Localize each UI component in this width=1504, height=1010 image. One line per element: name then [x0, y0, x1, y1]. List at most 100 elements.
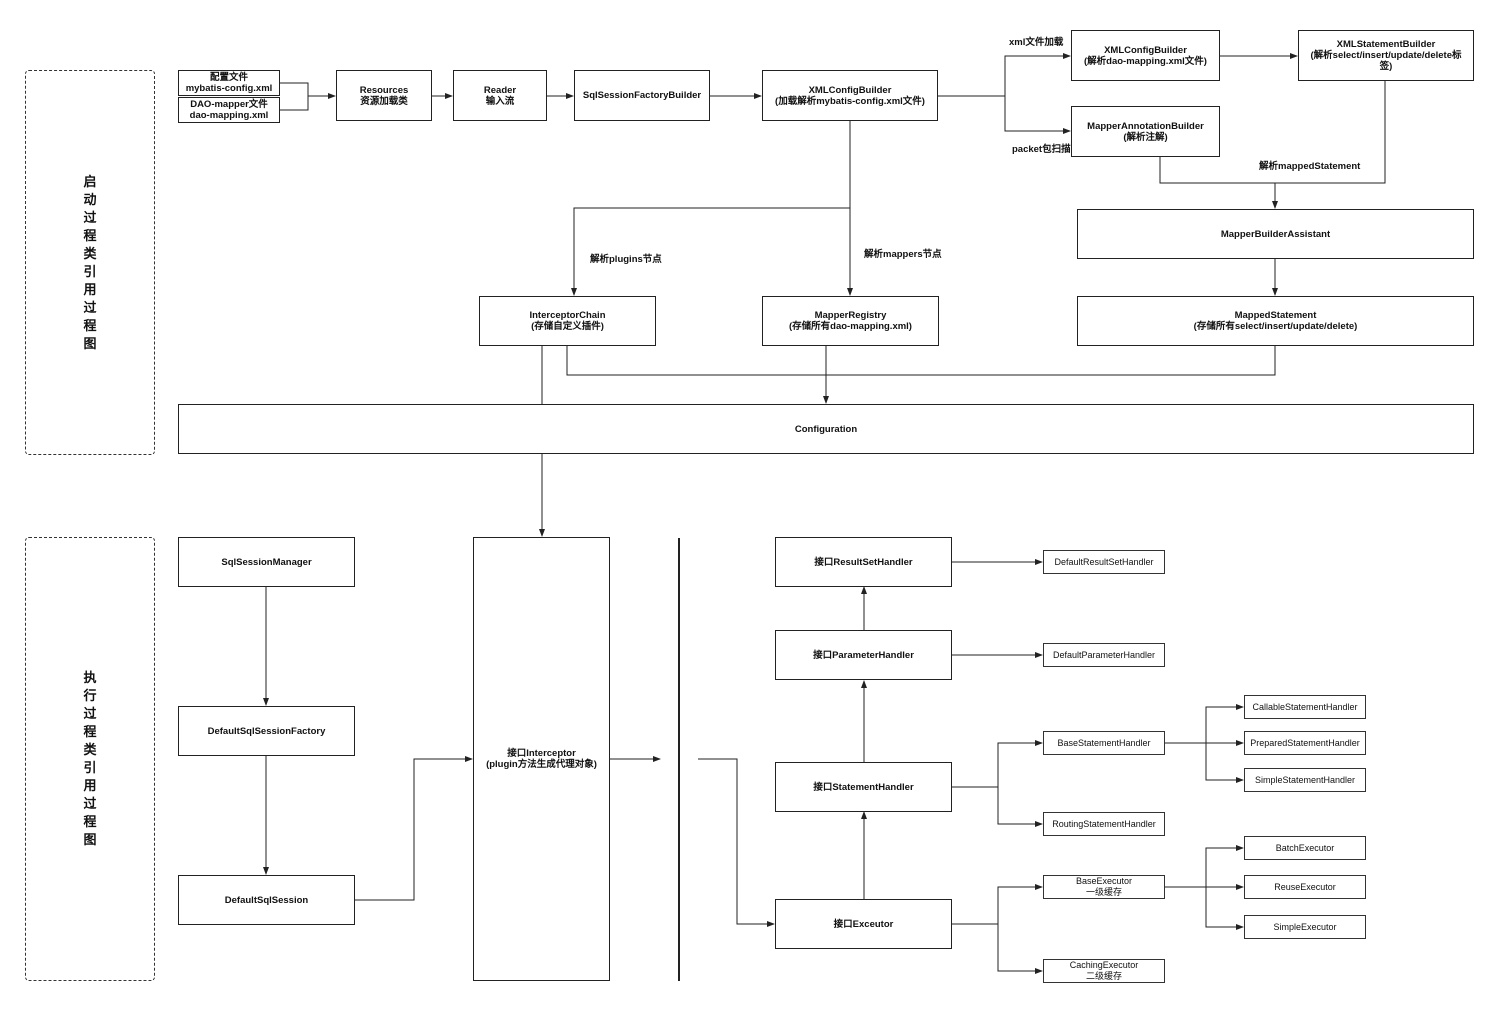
reuse-executor-node: ReuseExecutor	[1244, 875, 1366, 899]
xml-config-builder-subtitle: (加载解析mybatis-config.xml文件)	[775, 95, 925, 107]
mapper-file-title: DAO-mapper文件	[190, 99, 268, 110]
mapped-statement-node: MappedStatement (存储所有select/insert/updat…	[1077, 296, 1474, 346]
sql-session-manager-node: SqlSessionManager	[178, 537, 355, 587]
base-executor-title: BaseExecutor	[1075, 876, 1133, 886]
batch-executor-node: BatchExecutor	[1244, 836, 1366, 860]
result-set-handler-title: 接口ResultSetHandler	[814, 556, 913, 568]
interceptor-chain-subtitle: (存储自定义插件)	[531, 321, 604, 332]
result-set-handler-node: 接口ResultSetHandler	[775, 537, 952, 587]
statement-handler-node: 接口StatementHandler	[775, 762, 952, 812]
mapped-statement-title: MappedStatement	[1234, 310, 1317, 321]
interceptor-subtitle: (plugin方法生成代理对象)	[486, 759, 597, 770]
caching-executor-subtitle: 二级缓存	[1085, 971, 1122, 981]
xml-config-builder-node: XMLConfigBuilder (加载解析mybatis-config.xml…	[762, 70, 938, 121]
batch-executor-title: BatchExecutor	[1275, 842, 1335, 853]
callable-statement-handler-node: CallableStatementHandler	[1244, 695, 1366, 719]
edge-annotation-to-assistant	[1159, 156, 1275, 184]
base-statement-handler-node: BaseStatementHandler	[1043, 731, 1165, 755]
mapper-builder-assistant-title: MapperBuilderAssistant	[1220, 228, 1331, 240]
default-parameter-handler-title: DefaultParameterHandler	[1052, 649, 1156, 660]
callable-statement-handler-title: CallableStatementHandler	[1252, 701, 1358, 712]
interceptor-chain-title: InterceptorChain	[529, 310, 606, 321]
edge-statementhandler-to-base	[952, 740, 1043, 788]
edge-interceptorchain-to-configuration	[566, 346, 826, 376]
xml-config-builder-title: XMLConfigBuilder	[808, 84, 892, 96]
execution-section: 执行过程类引用过程图	[25, 537, 155, 981]
reader-title: Reader	[483, 84, 517, 96]
mapped-statement-subtitle: (存储所有select/insert/update/delete)	[1193, 321, 1358, 332]
execution-section-title: 执行过程类引用过程图	[83, 670, 97, 847]
parameter-handler-node: 接口ParameterHandler	[775, 630, 952, 680]
caching-executor-node: CachingExecutor 二级缓存	[1043, 959, 1165, 983]
simple-executor-node: SimpleExecutor	[1244, 915, 1366, 939]
executor-node: 接口Exceutor	[775, 899, 952, 949]
mapper-file-node: DAO-mapper文件 dao-mapping.xml	[178, 97, 280, 123]
factory-builder-title: SqlSessionFactoryBuilder	[582, 90, 702, 101]
configuration-title: Configuration	[794, 423, 858, 435]
config-file-node: 配置文件 mybatis-config.xml	[178, 70, 280, 96]
default-sql-session-title: DefaultSqlSession	[224, 894, 309, 906]
parameter-handler-title: 接口ParameterHandler	[813, 649, 914, 661]
interceptor-title: 接口Interceptor	[507, 748, 576, 759]
routing-statement-handler-node: RoutingStatementHandler	[1043, 812, 1165, 836]
resources-node: Resources 资源加载类	[336, 70, 432, 121]
edge-basestatement-to-simple	[1205, 743, 1244, 783]
simple-statement-handler-node: SimpleStatementHandler	[1244, 768, 1366, 792]
startup-section: 启动过程类引用过程图	[25, 70, 155, 455]
mapper-annotation-builder-title: MapperAnnotationBuilder	[1087, 120, 1204, 132]
statement-handler-title: 接口StatementHandler	[813, 781, 914, 793]
edge-config-to-resources	[280, 82, 336, 99]
edge-mappedstatement-to-configuration	[826, 346, 1276, 376]
parse-mapped-statement-label: 解析mappedStatement	[1259, 161, 1361, 172]
startup-section-title: 启动过程类引用过程图	[83, 173, 97, 351]
default-result-set-handler-title: DefaultResultSetHandler	[1054, 556, 1154, 567]
resources-title: Resources	[359, 84, 409, 96]
base-executor-node: BaseExecutor 一级缓存	[1043, 875, 1165, 899]
prepared-statement-handler-node: PreparedStatementHandler	[1244, 731, 1366, 755]
packet-scan-label: packet包扫描	[1012, 144, 1071, 155]
mapper-registry-node: MapperRegistry (存储所有dao-mapping.xml)	[762, 296, 939, 346]
edge-xmlconfig-to-annotation	[1004, 96, 1071, 134]
xml-config-builder-mapper-subtitle: (解析dao-mapping.xml文件)	[1084, 55, 1207, 67]
routing-statement-handler-title: RoutingStatementHandler	[1052, 818, 1156, 829]
xml-load-label: xml文件加载	[1009, 37, 1064, 48]
parse-plugins-label: 解析plugins节点	[590, 254, 662, 265]
reader-node: Reader 输入流	[453, 70, 547, 121]
executor-title: 接口Exceutor	[833, 918, 894, 930]
edge-statementbuilder-to-assistant	[1272, 80, 1386, 209]
mapper-registry-subtitle: (存储所有dao-mapping.xml)	[789, 321, 912, 332]
default-parameter-handler-node: DefaultParameterHandler	[1043, 643, 1165, 667]
xml-statement-builder-subtitle-cont: 签)	[1379, 61, 1393, 72]
xml-statement-builder-subtitle: (解析select/insert/update/delete标	[1310, 50, 1462, 61]
edge-xmlconfig-to-xmlconfig-mapper	[938, 53, 1071, 97]
mapper-registry-title: MapperRegistry	[814, 310, 887, 321]
base-statement-handler-title: BaseStatementHandler	[1057, 737, 1151, 748]
edge-xmlconfig-to-interceptorchain	[571, 207, 850, 296]
default-result-set-handler-node: DefaultResultSetHandler	[1043, 550, 1165, 574]
config-file-name: mybatis-config.xml	[185, 83, 273, 94]
edge-baseexecutor-to-simple	[1205, 887, 1244, 930]
configuration-node: Configuration	[178, 404, 1474, 454]
default-sql-session-factory-node: DefaultSqlSessionFactory	[178, 706, 355, 756]
xml-statement-builder-title: XMLStatementBuilder	[1336, 39, 1436, 50]
xml-statement-builder-node: XMLStatementBuilder (解析select/insert/upd…	[1298, 30, 1474, 81]
default-sql-session-node: DefaultSqlSession	[178, 875, 355, 925]
edge-executor-to-baseexecutor	[952, 884, 1043, 925]
mapper-annotation-builder-node: MapperAnnotationBuilder (解析注解)	[1071, 106, 1220, 157]
factory-builder-node: SqlSessionFactoryBuilder	[574, 70, 710, 121]
interceptor-chain-node: InterceptorChain (存储自定义插件)	[479, 296, 656, 346]
mapper-annotation-builder-subtitle: (解析注解)	[1123, 131, 1168, 143]
simple-statement-handler-title: SimpleStatementHandler	[1254, 774, 1356, 785]
edge-mapper-to-resources	[280, 96, 309, 111]
edge-basestatement-to-callable	[1165, 704, 1244, 744]
default-sql-session-factory-title: DefaultSqlSessionFactory	[207, 725, 326, 737]
resources-subtitle: 资源加载类	[360, 95, 408, 107]
edge-baseexecutor-to-batch	[1165, 845, 1244, 888]
sql-session-manager-title: SqlSessionManager	[221, 556, 312, 568]
interceptor-node: 接口Interceptor (plugin方法生成代理对象)	[473, 537, 610, 981]
reuse-executor-title: ReuseExecutor	[1274, 881, 1336, 892]
simple-executor-title: SimpleExecutor	[1273, 921, 1337, 932]
prepared-statement-handler-title: PreparedStatementHandler	[1250, 737, 1360, 748]
base-executor-subtitle: 一级缓存	[1085, 887, 1122, 897]
